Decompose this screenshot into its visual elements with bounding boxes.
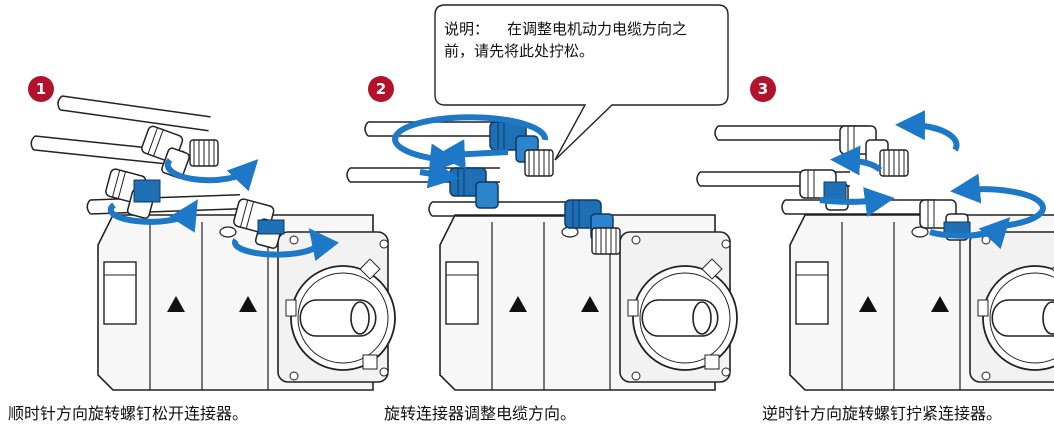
caption-step-1: 顺时针方向旋转螺钉松开连接器。 [8, 404, 249, 423]
cable-2c [428, 201, 583, 217]
step-badge-3: 3 [750, 76, 776, 102]
note-bubble [434, 4, 729, 161]
note-line-1: 在调整电机动力电缆方向之 [507, 20, 688, 38]
rotate-arrow-3a [895, 110, 960, 152]
connector-1b [189, 139, 219, 167]
step-badge-2: 2 [368, 76, 394, 102]
rotate-arrow-3e [929, 217, 1011, 250]
rotate-arrow-2c [419, 158, 459, 189]
rotate-arrow-3d [950, 173, 1046, 229]
motor-1 [97, 214, 396, 391]
motor-2 [439, 214, 738, 391]
caption-step-2: 旋转连接器调整电缆方向。 [384, 404, 577, 423]
connector-2b [524, 149, 554, 177]
collar-1d-blue [257, 219, 285, 235]
note-line-2: 前，请先将此处拧松。 [444, 42, 595, 60]
cable-1a [56, 94, 212, 132]
caption-step-3: 逆时针方向旋转螺钉拧紧连接器。 [762, 404, 1003, 423]
motor-3 [789, 214, 1054, 391]
collar-1c-blue [133, 179, 161, 203]
rotate-arrow-2b [435, 139, 509, 170]
rotate-arrow-3c [819, 187, 895, 217]
note-label: 说明： [444, 20, 490, 38]
connector-1a [135, 124, 196, 180]
note-text: 说明： 在调整电机动力电缆方向之 前，请先将此处拧松。 [444, 18, 724, 62]
collar-2d [591, 227, 621, 255]
collar-3a [879, 149, 909, 177]
rotate-arrow-1c [232, 228, 340, 262]
rotate-arrow-2a [392, 114, 549, 174]
rotate-arrow-1a [164, 157, 259, 192]
rotate-arrow-1b [107, 199, 199, 233]
step-badge-1: 1 [28, 76, 54, 102]
rotate-arrow-3b [830, 145, 883, 176]
